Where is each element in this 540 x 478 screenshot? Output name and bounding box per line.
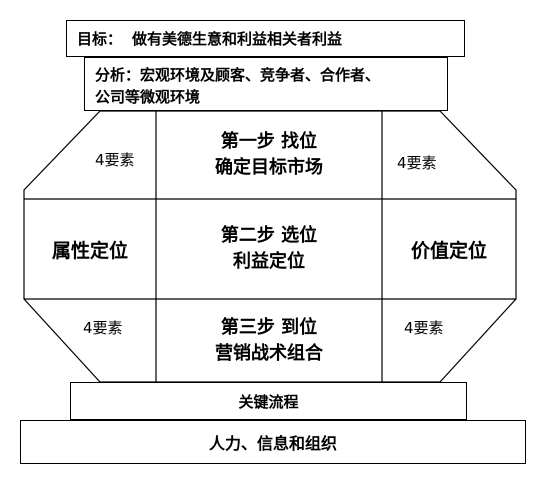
resources-box: 人力、信息和组织	[20, 420, 526, 464]
step-3: 第三步 到位 营销战术组合	[156, 299, 382, 382]
elements-top-right: 4要素	[397, 154, 437, 172]
analysis-line1: 分析：宏观环境及顾客、竞争者、合作者、	[95, 66, 381, 84]
value-positioning: 价值定位	[382, 199, 516, 299]
step-2-subtitle: 利益定位	[233, 251, 305, 272]
elements-bottom-right: 4要素	[404, 319, 444, 337]
step-2-title: 第二步 选位	[220, 225, 318, 246]
elements-bottom-left: 4要素	[83, 319, 123, 337]
value-positioning-label: 价值定位	[410, 239, 487, 262]
analysis-line2: 公司等微观环境	[95, 88, 201, 106]
step-3-subtitle: 营销战术组合	[215, 342, 323, 364]
key-process-box: 关键流程	[70, 382, 467, 420]
attribute-positioning-label: 属性定位	[51, 239, 128, 262]
goal-text: 做有美德生意和利益相关者利益	[132, 30, 343, 48]
step-1-title: 第一步 找位	[220, 131, 318, 152]
attribute-positioning: 属性定位	[24, 199, 156, 299]
step-1: 第一步 找位 确定目标市场	[156, 111, 382, 199]
elements-top-left: 4要素	[95, 151, 135, 169]
key-process-label: 关键流程	[238, 392, 299, 411]
step-2: 第二步 选位 利益定位	[156, 199, 382, 299]
goal-box: 目标： 做有美德生意和利益相关者利益	[66, 20, 465, 57]
analysis-box: 分析：宏观环境及顾客、竞争者、合作者、 公司等微观环境	[84, 57, 448, 111]
step-1-subtitle: 确定目标市场	[215, 157, 323, 178]
step-3-title: 第三步 到位	[220, 316, 318, 338]
resources-label: 人力、信息和组织	[208, 434, 337, 453]
goal-label: 目标：	[77, 30, 123, 48]
